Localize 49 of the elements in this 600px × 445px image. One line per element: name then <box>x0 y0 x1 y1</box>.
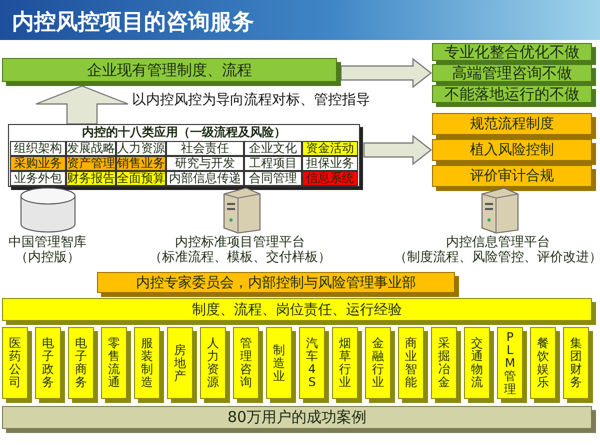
platform-label: （制度流程、风险管控、评价改进） <box>394 251 600 266</box>
platform-label: 中国管理智库 <box>8 236 86 250</box>
table-cell: 研究与开发 <box>166 156 244 171</box>
industry-label: 服装制造 <box>140 337 154 389</box>
industry-label: 零售流通 <box>108 337 120 389</box>
industry-label: 医药公司 <box>8 337 22 389</box>
table-heading: 内控的十八类应用（一级流程及风险） <box>82 126 286 140</box>
platform-label: 内控标准项目管理平台 <box>175 236 305 250</box>
table-cell: 组织架构 <box>10 141 66 156</box>
industry-label: 餐饮娱乐 <box>536 337 550 389</box>
table-cell: 采购业务 <box>10 156 66 171</box>
industry-label: 采掘冶金 <box>438 337 450 389</box>
industry-label: 汽车4S <box>306 337 318 389</box>
industry-label: PLM管理 <box>504 330 516 396</box>
platform-label: （标准流程、模板、交付样板） <box>149 251 331 266</box>
industry-label: 烟草行业 <box>338 337 352 389</box>
table-cell: 资产管理 <box>66 156 116 171</box>
table-cell: 财务报告 <box>66 171 116 186</box>
table-cell: 信息系统 <box>302 171 358 186</box>
industry-label: 房地产 <box>174 344 186 382</box>
industry-label: 制造业 <box>272 344 286 382</box>
industry-label: 商业智能 <box>404 337 418 389</box>
platform-label: 内控信息管理平台 <box>446 236 550 250</box>
table-cell: 业务外包 <box>10 171 66 186</box>
industry-label: 电子政务 <box>42 337 54 389</box>
industry-label: 金融行业 <box>372 337 384 389</box>
industry-label: 管理咨询 <box>240 337 252 389</box>
table-cell: 担保业务 <box>302 156 358 171</box>
table-cell: 销售业务 <box>116 156 166 171</box>
table-cell: 企业文化 <box>244 141 302 156</box>
platform-label: （内控版） <box>15 251 80 266</box>
table-cell: 合同管理 <box>244 171 302 186</box>
table-cell: 社会责任 <box>166 141 244 156</box>
block-arrow <box>363 134 432 166</box>
table-cell: 人力资源 <box>116 141 166 156</box>
industry-label: 集团财务 <box>570 337 582 389</box>
industry-label: 人力资源 <box>206 337 220 389</box>
table-cell: 内部信息传递 <box>166 171 244 186</box>
industry-label: 电子商务 <box>74 337 88 389</box>
table-cell: 资金活动 <box>302 141 358 156</box>
table-cell: 工程项目 <box>244 156 302 171</box>
block-arrow <box>35 85 129 125</box>
slide-title: 内控风控项目的咨询服务 <box>12 9 254 37</box>
table-cell: 发展战略 <box>66 141 116 156</box>
industry-label: 交通物流 <box>470 337 484 389</box>
block-arrow <box>340 58 432 88</box>
table-cell: 全面预算 <box>116 171 166 186</box>
application-table <box>8 124 360 187</box>
edge-label: 以内控风控为导向流程对标、管控指导 <box>132 91 370 109</box>
